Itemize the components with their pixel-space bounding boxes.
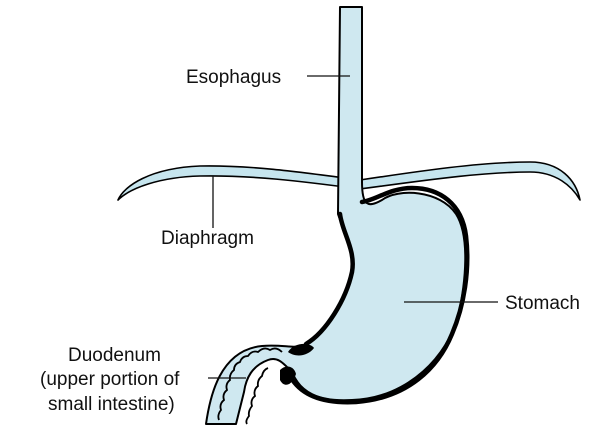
stomach-label: Stomach <box>505 293 580 314</box>
duodenum-label-line1: Duodenum <box>68 345 161 366</box>
duodenum-label-line2: (upper portion of <box>40 369 180 390</box>
esophagus-label: Esophagus <box>186 67 281 88</box>
duodenum-label-line3: small intestine) <box>48 394 175 415</box>
diaphragm-label: Diaphragm <box>161 228 254 249</box>
